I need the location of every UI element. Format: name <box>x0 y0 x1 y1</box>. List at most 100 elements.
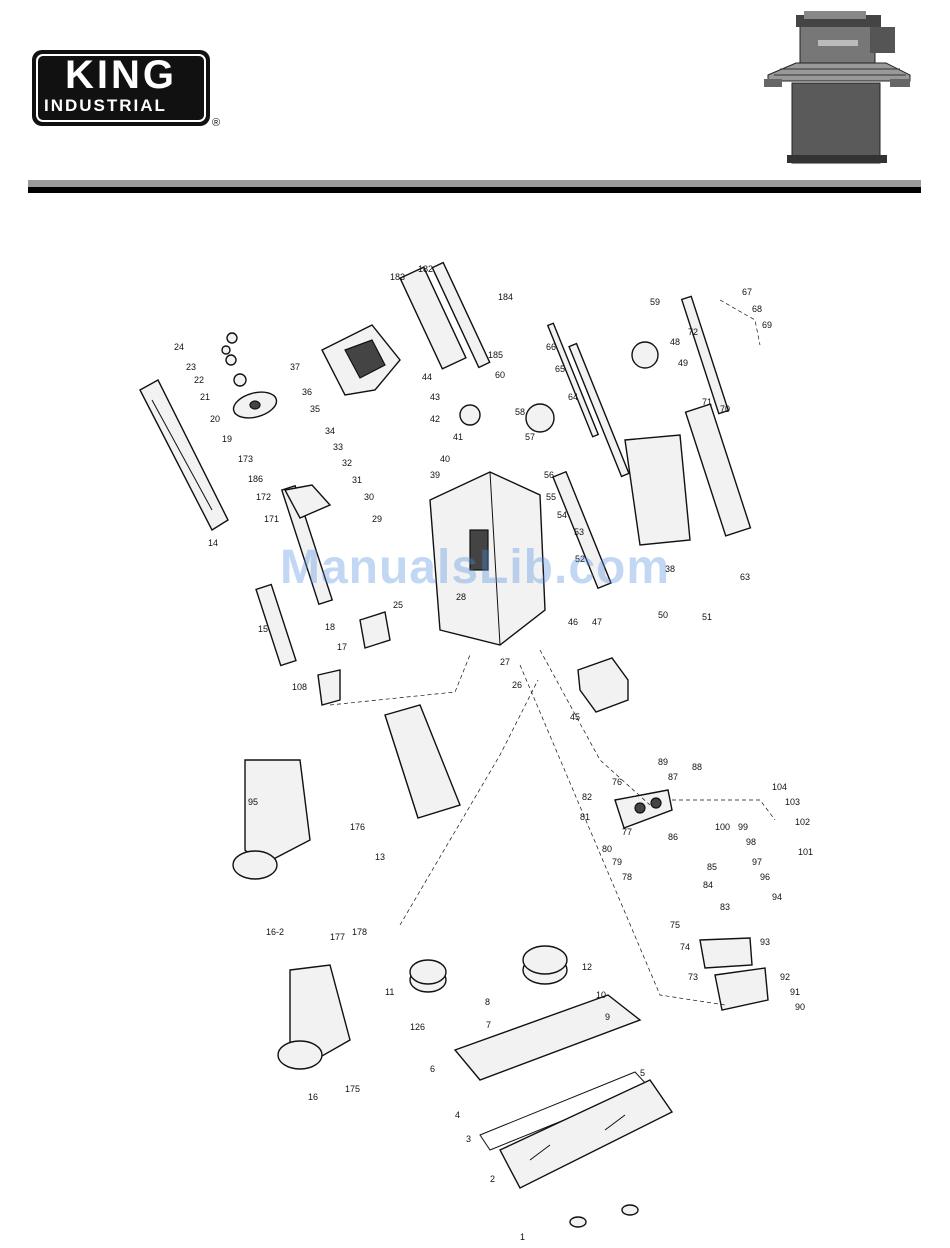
part-label: 171 <box>264 514 279 524</box>
part-label: 76 <box>612 777 622 787</box>
part-label: 13 <box>375 852 385 862</box>
part-label: 86 <box>668 832 678 842</box>
part-label: 31 <box>352 475 362 485</box>
part-label: 53 <box>574 527 584 537</box>
part-label: 182 <box>418 264 433 274</box>
part-label: 18 <box>325 622 335 632</box>
part-label: 67 <box>742 287 752 297</box>
part-label: 46 <box>568 617 578 627</box>
part-label: 14 <box>208 538 218 548</box>
part-label: 30 <box>364 492 374 502</box>
part-label: 2 <box>490 1174 495 1184</box>
part-label: 74 <box>680 942 690 952</box>
logo-border <box>36 54 206 122</box>
part-label: 50 <box>658 610 668 620</box>
part-label: 83 <box>720 902 730 912</box>
part-label: 57 <box>525 432 535 442</box>
part-label: 73 <box>688 972 698 982</box>
part-label: 96 <box>760 872 770 882</box>
part-label: 186 <box>248 474 263 484</box>
part-label: 80 <box>602 844 612 854</box>
part-label: 102 <box>795 817 810 827</box>
part-label: 39 <box>430 470 440 480</box>
logo-brand-name: KING <box>65 53 177 97</box>
part-label: 185 <box>488 350 503 360</box>
part-label: 70 <box>720 404 730 414</box>
part-label: 183 <box>390 272 405 282</box>
part-label: 75 <box>670 920 680 930</box>
header-rule-black <box>28 187 921 193</box>
part-label: 55 <box>546 492 556 502</box>
part-label: 33 <box>333 442 343 452</box>
part-label: 40 <box>440 454 450 464</box>
part-label: 85 <box>707 862 717 872</box>
part-label: 84 <box>703 880 713 890</box>
part-label: 64 <box>568 392 578 402</box>
part-label: 184 <box>498 292 513 302</box>
part-label: 16-2 <box>266 927 284 937</box>
header-rule-gray <box>28 180 921 187</box>
part-label: 126 <box>410 1022 425 1032</box>
part-label: 90 <box>795 1002 805 1012</box>
part-label: 51 <box>702 612 712 622</box>
brand-logo: KING INDUSTRIAL <box>32 50 210 126</box>
part-label: 59 <box>650 297 660 307</box>
part-label: 42 <box>430 414 440 424</box>
part-label: 9 <box>605 1012 610 1022</box>
exploded-parts-diagram: 1 2 3 4 5 6 7 8 9 10 11 12 13 14 15 16 1… <box>139 261 813 1242</box>
part-label: 22 <box>194 375 204 385</box>
part-label: 58 <box>515 407 525 417</box>
part-label: 91 <box>790 987 800 997</box>
part-label: 66 <box>546 342 556 352</box>
part-label: 19 <box>222 434 232 444</box>
part-label: 72 <box>688 327 698 337</box>
part-label: 10 <box>596 990 606 1000</box>
part-label: 34 <box>325 426 335 436</box>
part-label: 8 <box>485 997 490 1007</box>
part-label: 38 <box>665 564 675 574</box>
part-label: 21 <box>200 392 210 402</box>
part-label: 4 <box>455 1110 460 1120</box>
part-label: 101 <box>798 847 813 857</box>
part-label: 69 <box>762 320 772 330</box>
part-label: 20 <box>210 414 220 424</box>
part-label: 94 <box>772 892 782 902</box>
part-label: 178 <box>352 927 367 937</box>
part-label: 77 <box>622 827 632 837</box>
part-label: 37 <box>290 362 300 372</box>
part-label: 6 <box>430 1064 435 1074</box>
part-label: 15 <box>258 624 268 634</box>
part-label: 25 <box>393 600 403 610</box>
part-label: 81 <box>580 812 590 822</box>
part-label: 89 <box>658 757 668 767</box>
part-label: 12 <box>582 962 592 972</box>
part-label: 88 <box>692 762 702 772</box>
part-label: 68 <box>752 304 762 314</box>
parts-drawing <box>139 261 776 1228</box>
part-label: 29 <box>372 514 382 524</box>
part-label: 45 <box>570 712 580 722</box>
part-label: 87 <box>668 772 678 782</box>
part-label: 36 <box>302 387 312 397</box>
part-label: 92 <box>780 972 790 982</box>
part-label: 173 <box>238 454 253 464</box>
part-label: 48 <box>670 337 680 347</box>
part-label: 35 <box>310 404 320 414</box>
part-label: 98 <box>746 837 756 847</box>
part-label: 82 <box>582 792 592 802</box>
part-label: 1 <box>520 1232 525 1242</box>
part-label: 41 <box>453 432 463 442</box>
part-label: 32 <box>342 458 352 468</box>
part-label: 71 <box>702 397 712 407</box>
logo-brand-sub: INDUSTRIAL <box>44 96 167 115</box>
part-label: 103 <box>785 797 800 807</box>
part-label: 24 <box>174 342 184 352</box>
part-label: 175 <box>345 1084 360 1094</box>
registered-mark: ® <box>212 117 221 129</box>
part-label: 78 <box>622 872 632 882</box>
part-label: 7 <box>486 1020 491 1030</box>
part-label: 27 <box>500 657 510 667</box>
part-label: 104 <box>772 782 787 792</box>
part-label: 95 <box>248 797 258 807</box>
part-label: 26 <box>512 680 522 690</box>
